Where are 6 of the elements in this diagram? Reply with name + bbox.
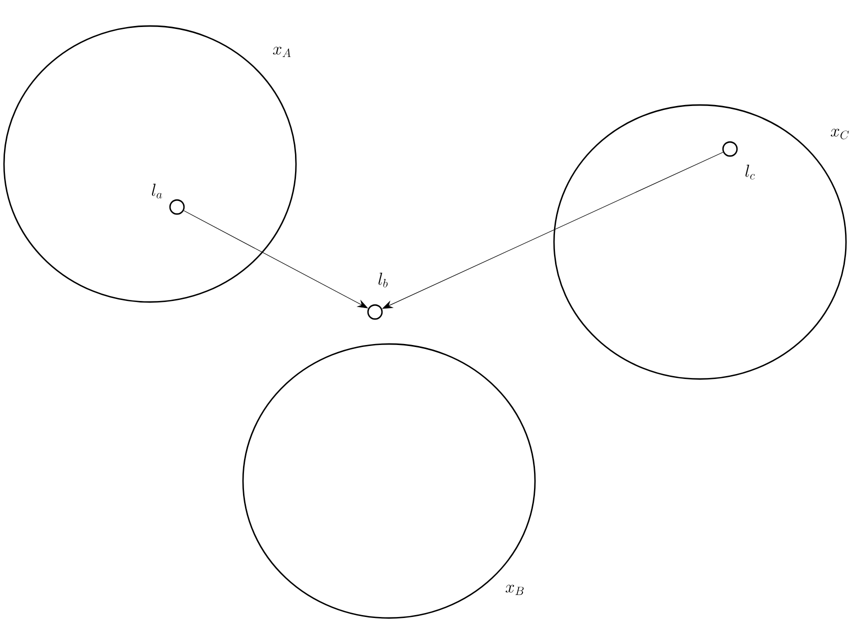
ellipse-label: $x_{B}$ bbox=[506, 584, 524, 596]
point-label: $l_{c}$ bbox=[746, 164, 755, 180]
ellipse-label: $x_{C}$ bbox=[830, 128, 849, 140]
ellipse-label: $x_{A}$ bbox=[273, 46, 291, 58]
point-label: $l_{a}$ bbox=[152, 184, 162, 198]
point-label: $l_{b}$ bbox=[378, 272, 388, 288]
